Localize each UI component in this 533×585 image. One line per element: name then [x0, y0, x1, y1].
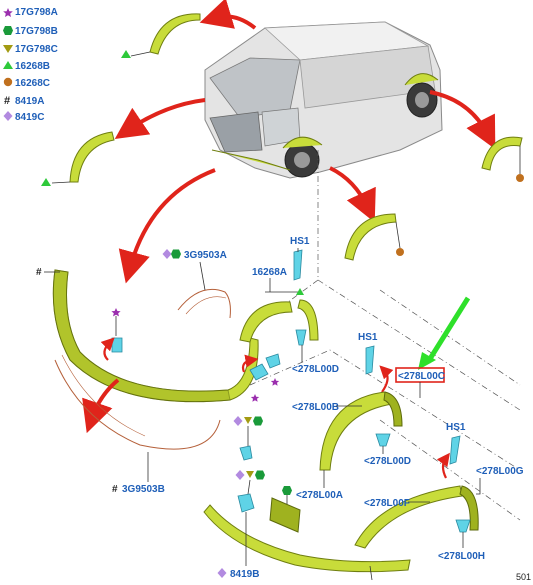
legend-row-8419c: 8419C [3, 111, 44, 123]
star-icon [270, 378, 280, 386]
legend-row-17g798a: 17G798A [3, 7, 58, 18]
part-label: 3G9503B [122, 484, 165, 495]
legend-row-16268c: 16268C [3, 77, 50, 89]
wheel-arch-right [481, 136, 524, 182]
diamond-icon [235, 470, 245, 480]
circle-icon [516, 174, 524, 182]
highlight-indicator: <278L00C [395, 296, 471, 398]
wheel-arch-middle [344, 213, 404, 261]
triangle-down-icon [3, 45, 13, 53]
front-bumper: # [36, 267, 259, 434]
star-icon [111, 308, 121, 317]
legend-row-17g798c: 17G798C [3, 44, 58, 55]
part-label: <278L00G [476, 466, 524, 477]
part-label: HS1 [446, 422, 466, 433]
hexagon-icon [255, 470, 265, 480]
part-label: 16268A [252, 267, 287, 278]
hash-icon: # [36, 267, 42, 278]
triangle-up-icon [41, 178, 51, 186]
part-label: HS1 [358, 332, 378, 343]
part-label: <278L00A [296, 490, 343, 501]
part-label: 8419B [230, 569, 259, 580]
callout-16268a-group: HS1 16268A <278L00D [239, 236, 339, 402]
legend-label: 17G798A [15, 7, 58, 18]
circle-icon [3, 77, 13, 87]
part-label: <278L00F [364, 498, 410, 509]
legend-row-8419a: # 8419A [4, 95, 44, 107]
middle-arch-assembly: HS1 <278L00B <278L00D <278L00A [292, 332, 411, 501]
star-icon [3, 8, 13, 17]
hash-icon: # [4, 95, 10, 107]
diamond-icon [233, 416, 243, 426]
legend-label: 17G798B [15, 26, 58, 37]
triangle-up-icon [3, 61, 13, 69]
van-illustration [204, 21, 443, 179]
legend-row-17g798b: 17G798B [3, 26, 58, 37]
part-label: <278L00B [292, 402, 339, 413]
legend: 17G798A 17G798B 17G798C 16268B 16268C # … [3, 7, 58, 123]
callout-3g9503a: 3G9503A [162, 249, 227, 291]
page-number: 501 [516, 572, 531, 582]
wheel-arch-left [41, 131, 115, 186]
diamond-icon [162, 249, 172, 259]
hexagon-icon [171, 249, 181, 259]
circle-icon [396, 248, 404, 256]
legend-label: 16268B [15, 61, 50, 72]
legend-label: 16268C [15, 78, 50, 89]
legend-row-16268b: 16268B [3, 61, 50, 72]
part-label: <278L00D [292, 364, 339, 375]
part-label: 3G9503A [184, 250, 227, 261]
triangle-down-icon [244, 417, 252, 424]
legend-label: 8419A [15, 96, 44, 107]
part-label: HS1 [290, 236, 310, 247]
star-icon [250, 394, 260, 402]
hexagon-icon [282, 486, 292, 495]
triangle-up-icon [296, 288, 304, 295]
callout-arrows [114, 0, 496, 284]
triangle-up-icon [121, 50, 131, 58]
diamond-icon [217, 568, 227, 578]
legend-label: 8419C [15, 112, 44, 123]
legend-label: 17G798C [15, 44, 58, 55]
callout-3g9503b: # 3G9503B [112, 452, 165, 495]
part-label: <278L00D [364, 456, 411, 467]
part-label: <278L00C [398, 371, 445, 382]
grille-trim [54, 288, 231, 450]
hexagon-icon [3, 26, 13, 35]
part-label: <278L00H [438, 551, 485, 562]
rear-arch-assembly: HS1 <278L00G <278L00F <278L00H [354, 422, 524, 562]
hexagon-icon [253, 416, 263, 426]
diamond-icon [3, 111, 13, 121]
hash-icon: # [112, 484, 118, 495]
side-strip-assembly: 8419B [203, 416, 411, 581]
wheel-arch-top [121, 13, 201, 58]
triangle-down-icon [246, 471, 254, 478]
